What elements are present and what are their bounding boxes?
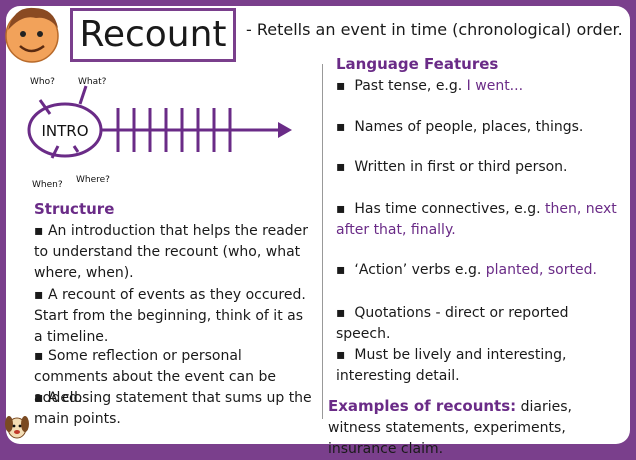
poster: Recount - Retells an event in time (chro… [0, 0, 636, 450]
page-title: Recount [79, 14, 227, 55]
ray-where [72, 145, 80, 153]
language-heading: Language Features [336, 55, 499, 73]
subtitle: - Retells an event in time (chronologica… [246, 20, 623, 39]
boy-face-icon [5, 7, 59, 63]
language-item: Past tense, e.g. I went... [336, 76, 621, 97]
intro-label: INTRO [41, 122, 88, 140]
structure-item: An introduction that helps the reader to… [34, 221, 314, 284]
language-item: Names of people, places, things. [336, 117, 621, 138]
timeline-arrowhead [278, 122, 292, 138]
column-divider [322, 64, 323, 419]
question-where: Where? [76, 175, 110, 185]
title-box: Recount [70, 8, 236, 62]
language-item: Has time connectives, e.g. then, next af… [336, 199, 621, 241]
language-item: Must be lively and interesting, interest… [336, 345, 621, 387]
structure-heading: Structure [34, 200, 115, 218]
question-who: Who? [30, 77, 55, 87]
question-what: What? [78, 77, 107, 87]
dog-icon [5, 416, 29, 439]
language-item: Written in first or third person. [336, 157, 621, 178]
question-when: When? [32, 180, 63, 190]
examples-label: Examples of recounts: [328, 397, 517, 415]
structure-item: A recount of events as they occured. Sta… [34, 285, 314, 348]
language-item: Quotations - direct or reported speech. [336, 303, 621, 345]
timeline-diagram: INTRO Who? What? When? Where? [27, 77, 292, 190]
examples-text: Examples of recounts: diaries, witness s… [328, 397, 572, 457]
language-item: ‘Action’ verbs e.g. planted, sorted. [336, 260, 621, 281]
ray-what [78, 85, 88, 105]
structure-item: A closing statement that sums up the mai… [34, 388, 314, 430]
